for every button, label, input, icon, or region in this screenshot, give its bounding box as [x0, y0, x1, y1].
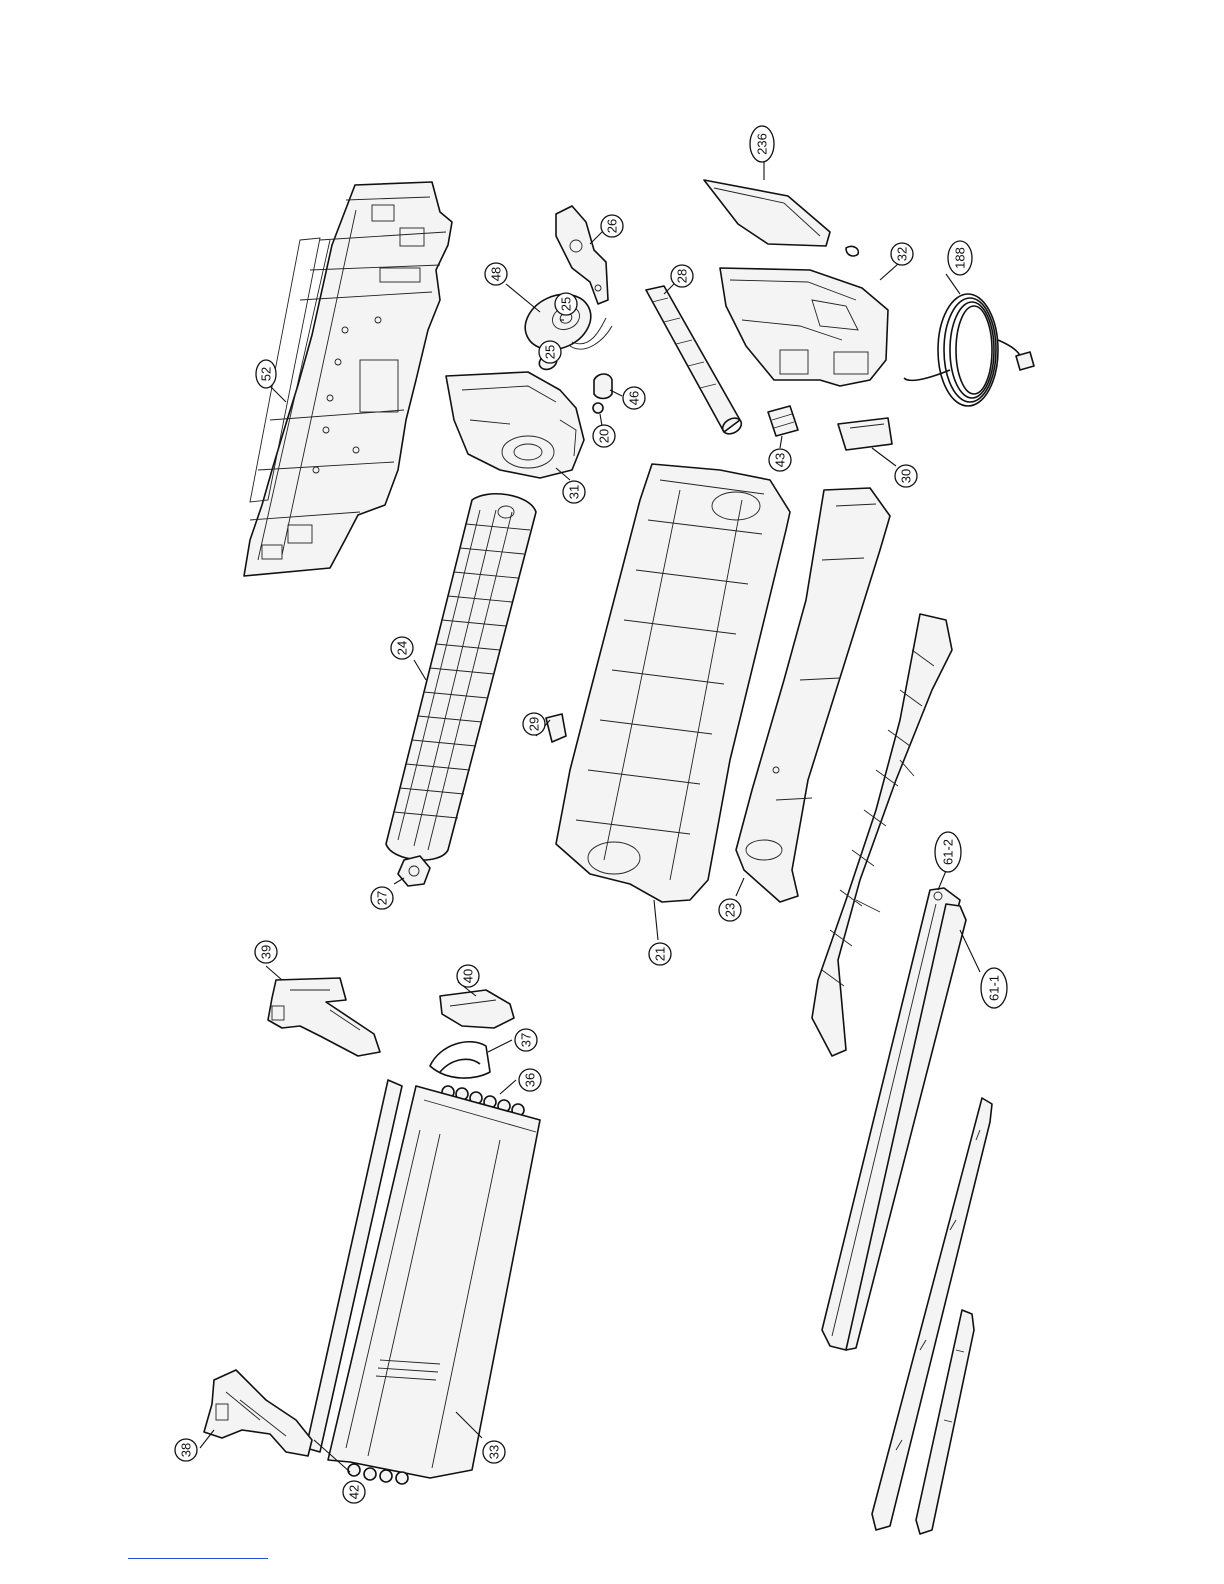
- callout-33: 33: [483, 1441, 505, 1463]
- footer-rule: [128, 1558, 268, 1559]
- svg-text:52: 52: [259, 367, 274, 381]
- callout-25-motor: 25: [555, 293, 577, 315]
- part-39-side-bracket: [268, 978, 380, 1056]
- part-31-motor-holder: [446, 372, 584, 478]
- callout-43: 43: [769, 449, 791, 471]
- svg-text:43: 43: [773, 453, 788, 467]
- svg-text:61-1: 61-1: [987, 975, 1002, 1001]
- callout-29: 29: [523, 713, 545, 735]
- svg-text:39: 39: [259, 945, 274, 959]
- svg-text:37: 37: [519, 1033, 534, 1047]
- svg-text:40: 40: [461, 969, 476, 983]
- callout-30: 30: [895, 465, 917, 487]
- svg-text:26: 26: [605, 219, 620, 233]
- part-43-terminal-block: [768, 406, 798, 436]
- svg-text:25: 25: [559, 297, 574, 311]
- part-32-control-box: [720, 268, 888, 386]
- part-38-side-bracket: [204, 1370, 312, 1456]
- svg-text:46: 46: [627, 391, 642, 405]
- svg-text:27: 27: [375, 891, 390, 905]
- callout-31: 31: [563, 481, 585, 503]
- callout-48: 48: [485, 263, 507, 285]
- svg-text:38: 38: [179, 1443, 194, 1457]
- callout-52: 52: [256, 360, 276, 388]
- callout-26: 26: [601, 215, 623, 237]
- callout-21: 21: [649, 943, 671, 965]
- svg-text:42: 42: [347, 1485, 362, 1499]
- callout-23: 23: [719, 899, 741, 921]
- callout-236: 236: [750, 126, 774, 162]
- part-188-power-cord: [904, 294, 1034, 406]
- svg-text:36: 36: [523, 1073, 538, 1087]
- callout-36: 36: [519, 1069, 541, 1091]
- callout-42: 42: [343, 1481, 365, 1503]
- part-40-sensor-plate: [440, 990, 514, 1028]
- svg-text:61-2: 61-2: [941, 839, 956, 865]
- callout-38: 38: [175, 1439, 197, 1461]
- part-33-heat-exchanger: [328, 1086, 540, 1484]
- callout-46: 46: [623, 387, 645, 409]
- svg-text:24: 24: [395, 641, 410, 655]
- callout-39: 39: [255, 941, 277, 963]
- callout-61-2: 61-2: [935, 832, 961, 872]
- part-29-bearing-rubber: [546, 714, 566, 742]
- part-236-cover-board: [704, 180, 858, 256]
- svg-text:23: 23: [723, 903, 738, 917]
- callout-40: 40: [457, 965, 479, 987]
- part-30-sensor-holder: [838, 418, 892, 450]
- svg-text:31: 31: [567, 485, 582, 499]
- callout-32: 32: [891, 243, 913, 265]
- svg-text:236: 236: [755, 133, 770, 155]
- part-46-stepper-motor: [593, 374, 612, 413]
- callout-61-1: 61-1: [981, 968, 1007, 1008]
- svg-text:48: 48: [489, 267, 504, 281]
- svg-text:20: 20: [597, 429, 612, 443]
- svg-text:21: 21: [653, 947, 668, 961]
- callout-20: 20: [593, 425, 615, 447]
- svg-text:29: 29: [527, 717, 542, 731]
- callout-188: 188: [948, 241, 972, 275]
- svg-text:33: 33: [487, 1445, 502, 1459]
- callout-25-bushing: 25: [539, 341, 561, 363]
- svg-text:32: 32: [895, 247, 910, 261]
- svg-text:28: 28: [675, 269, 690, 283]
- callout-27: 27: [371, 887, 393, 909]
- svg-text:188: 188: [953, 247, 968, 269]
- callout-24: 24: [391, 637, 413, 659]
- callout-28: 28: [671, 265, 693, 287]
- callout-37: 37: [515, 1029, 537, 1051]
- part-26-motor-bracket: [556, 206, 608, 304]
- part-24-crossflow-fan: [386, 494, 536, 860]
- svg-text:30: 30: [899, 469, 914, 483]
- svg-text:25: 25: [543, 345, 558, 359]
